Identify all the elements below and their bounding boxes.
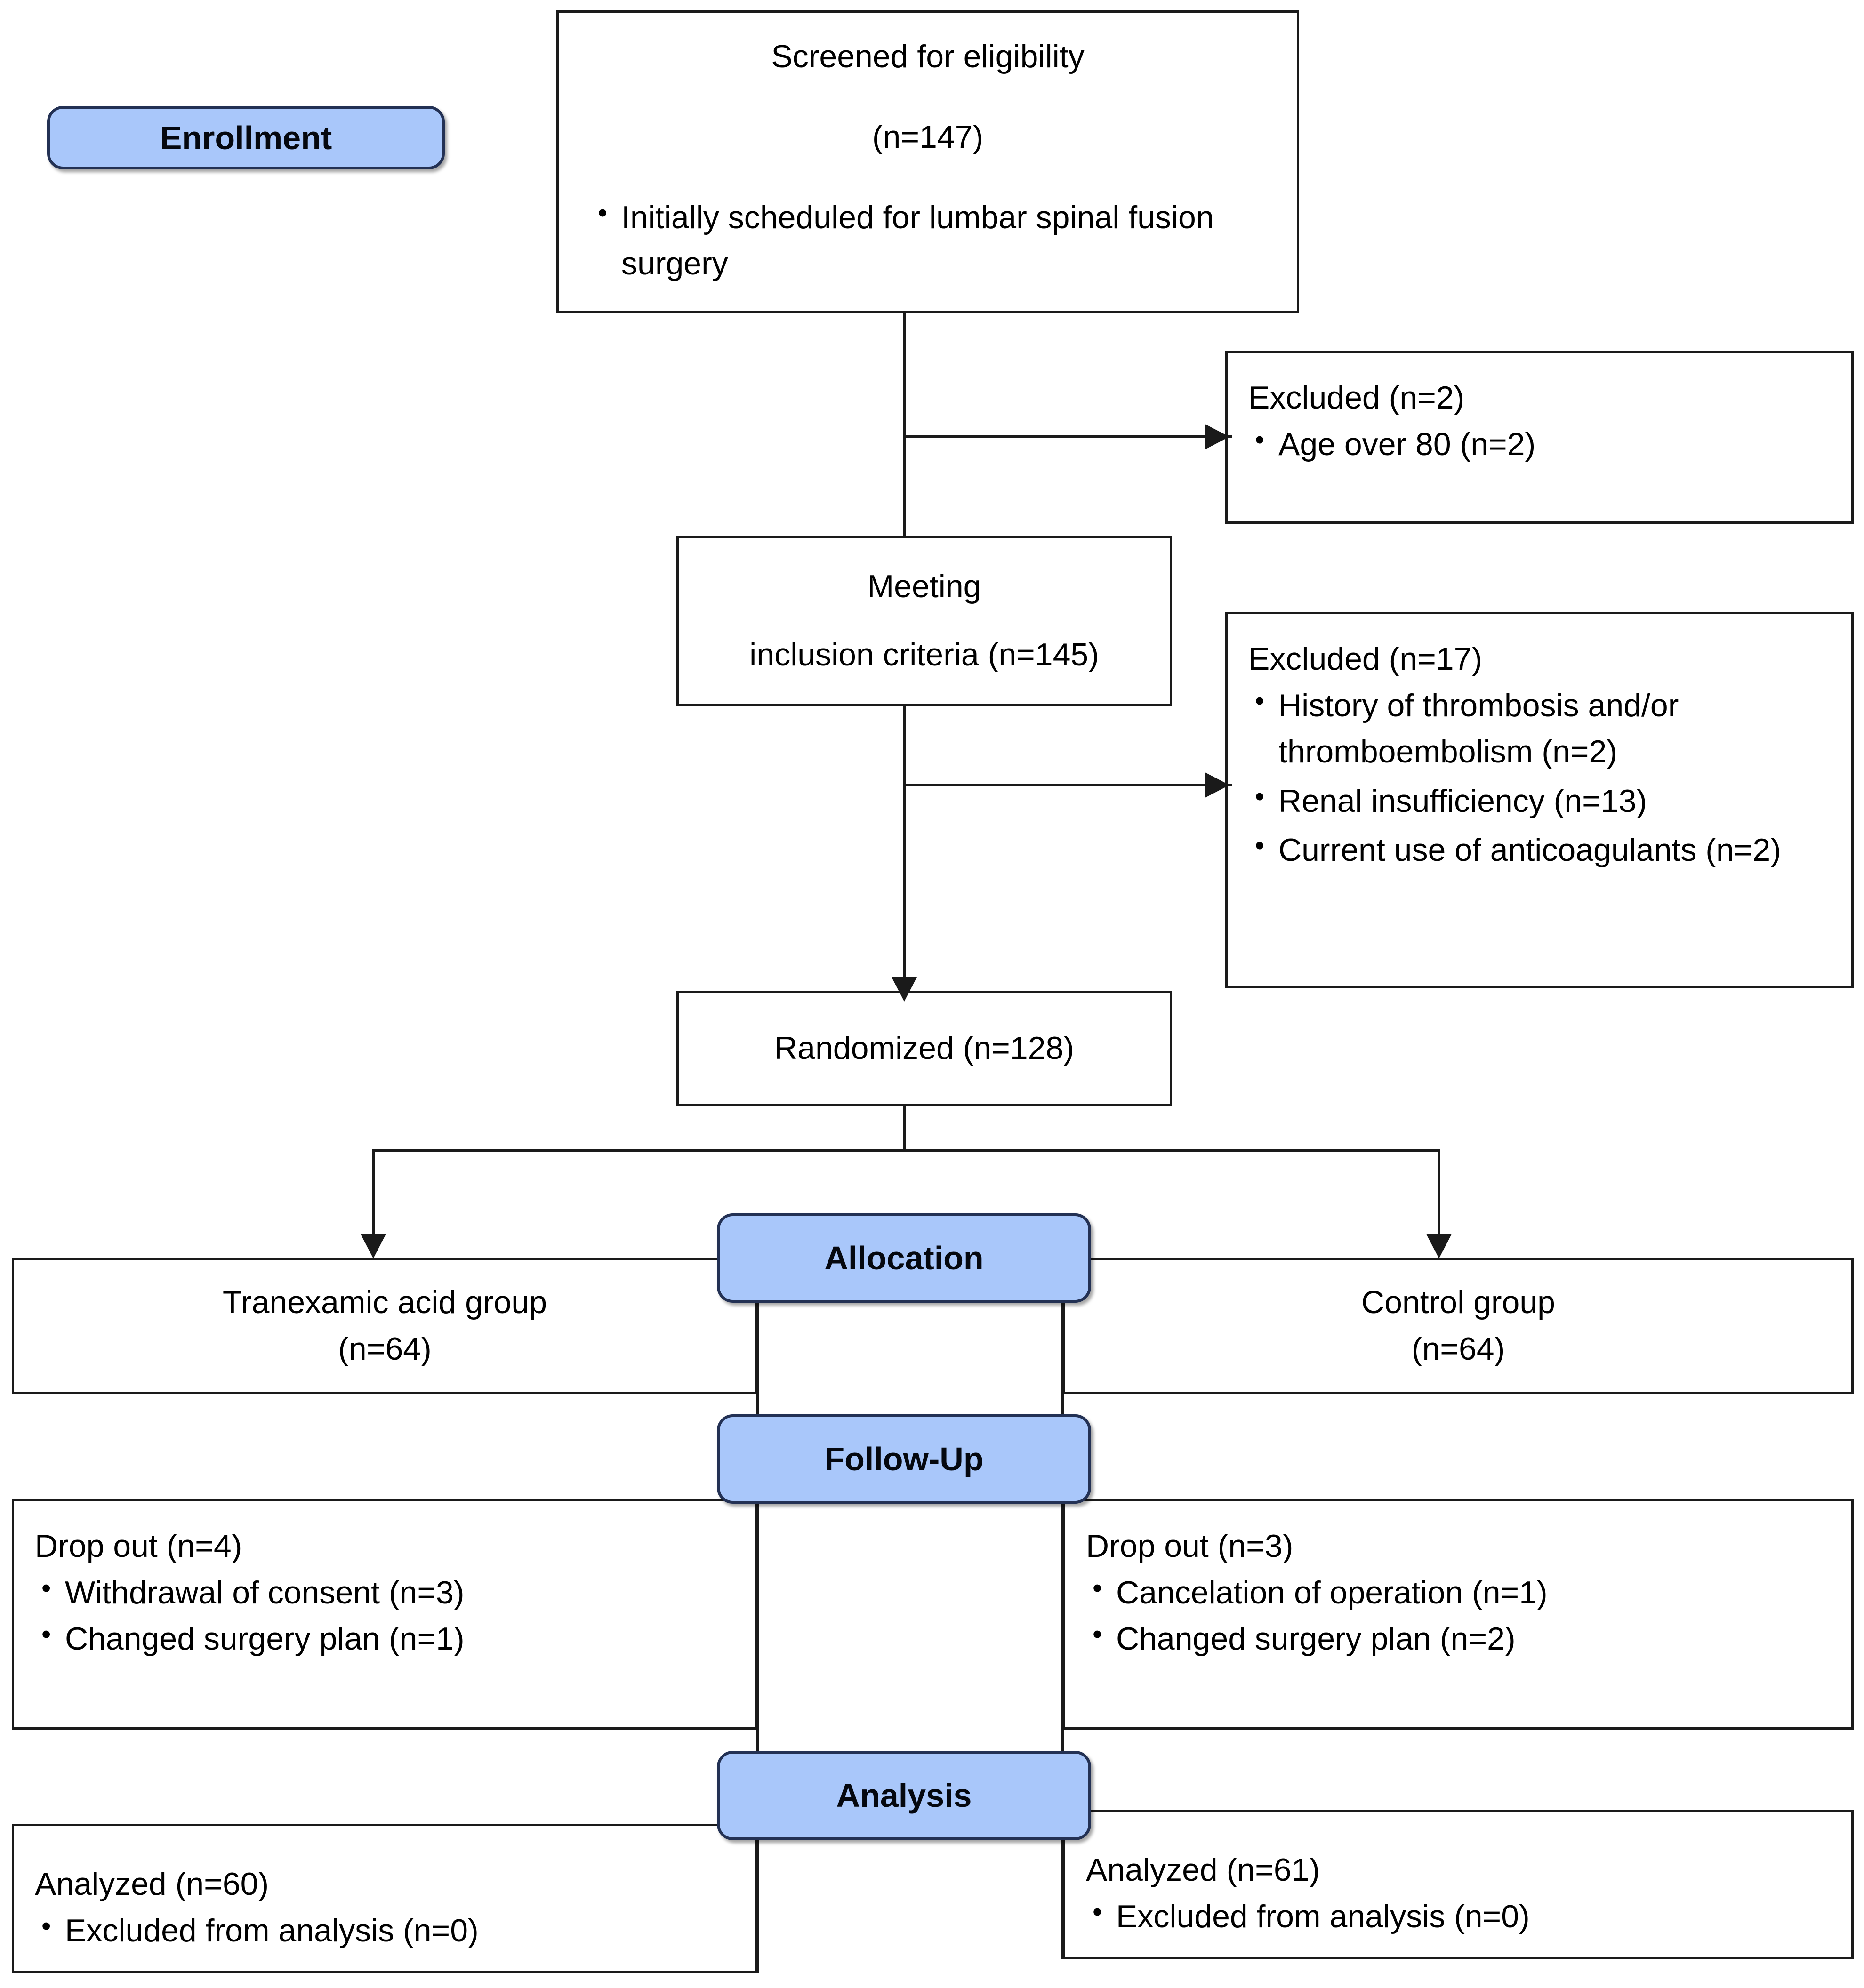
list-item: Current use of anticoagulants (n=2)	[1248, 826, 1832, 874]
screened-title: Screened for eligibility	[771, 39, 1085, 75]
list-item: Changed surgery plan (n=1)	[35, 1615, 737, 1662]
box-screened-for-eligibility: Screened for eligibility (n=147) Initial…	[556, 10, 1299, 313]
stage-label-allocation: Allocation	[717, 1213, 1091, 1303]
box-excluded-criteria: Excluded (n=17) History of thrombosis an…	[1225, 612, 1854, 988]
analyzed-left-title: Analyzed (n=60)	[35, 1866, 269, 1902]
excluded-1-bullet-list: Age over 80 (n=2)	[1248, 420, 1832, 468]
connector-randomized-down	[903, 1106, 906, 1152]
box-randomized: Randomized (n=128)	[676, 991, 1172, 1106]
connector-right-alloc-to-followup	[1061, 1303, 1064, 1510]
inclusion-line-1: Meeting	[867, 569, 981, 605]
connector-split-horizontal	[372, 1149, 1440, 1152]
excluded-2-bullet-list: History of thrombosis and/or thromboembo…	[1248, 681, 1832, 874]
list-item: Age over 80 (n=2)	[1248, 420, 1832, 468]
stage-label-analysis: Analysis	[717, 1751, 1091, 1840]
box-control-group: Control group (n=64)	[1063, 1258, 1854, 1394]
list-item: Changed surgery plan (n=2)	[1086, 1615, 1832, 1662]
stage-label-followup-text: Follow-Up	[824, 1441, 984, 1477]
stage-label-followup: Follow-Up	[717, 1414, 1091, 1504]
tranexamic-group-count: (n=64)	[338, 1331, 432, 1367]
connector-right-analysis-stub	[1061, 1836, 1064, 1959]
control-group-count: (n=64)	[1411, 1331, 1505, 1367]
box-dropout-tranexamic: Drop out (n=4) Withdrawal of consent (n=…	[12, 1499, 758, 1730]
connector-right-followup-to-analysis	[1061, 1504, 1064, 1753]
connector-split-right-down	[1438, 1149, 1440, 1243]
excluded-2-title: Excluded (n=17)	[1248, 641, 1483, 677]
box-analyzed-tranexamic: Analyzed (n=60) Excluded from analysis (…	[12, 1824, 758, 1973]
arrow-to-tranexamic-group	[361, 1234, 386, 1259]
dropout-right-title: Drop out (n=3)	[1086, 1528, 1294, 1564]
analyzed-right-title: Analyzed (n=61)	[1086, 1852, 1320, 1888]
dropout-right-bullet-list: Cancelation of operation (n=1) Changed s…	[1086, 1569, 1832, 1662]
box-analyzed-control: Analyzed (n=61) Excluded from analysis (…	[1063, 1810, 1854, 1959]
box-excluded-age: Excluded (n=2) Age over 80 (n=2)	[1225, 351, 1854, 524]
connector-left-analysis-stub	[756, 1836, 759, 1973]
list-item: Cancelation of operation (n=1)	[1086, 1569, 1832, 1616]
analyzed-right-bullet-list: Excluded from analysis (n=0)	[1086, 1892, 1832, 1940]
list-item: Withdrawal of consent (n=3)	[35, 1569, 737, 1616]
arrow-to-excluded-1	[1205, 424, 1229, 449]
list-item: Renal insufficiency (n=13)	[1248, 777, 1832, 825]
box-meeting-inclusion-criteria: Meeting inclusion criteria (n=145)	[676, 536, 1172, 706]
stage-label-enrollment-text: Enrollment	[160, 119, 332, 156]
stage-label-allocation-text: Allocation	[824, 1240, 984, 1276]
analyzed-left-bullet-list: Excluded from analysis (n=0)	[35, 1907, 737, 1954]
dropout-left-bullet-list: Withdrawal of consent (n=3) Changed surg…	[35, 1569, 737, 1662]
screened-count: (n=147)	[872, 119, 984, 155]
inclusion-line-2: inclusion criteria (n=145)	[749, 637, 1099, 673]
connector-screened-down	[903, 313, 906, 536]
connector-to-excluded-1	[903, 435, 1232, 438]
connector-split-left-down	[372, 1149, 375, 1243]
arrow-to-randomized	[892, 977, 917, 1002]
box-tranexamic-acid-group: Tranexamic acid group (n=64)	[12, 1258, 758, 1394]
stage-label-enrollment: Enrollment	[47, 106, 445, 169]
box-dropout-control: Drop out (n=3) Cancelation of operation …	[1063, 1499, 1854, 1730]
dropout-left-title: Drop out (n=4)	[35, 1528, 242, 1564]
connector-inclusion-down	[903, 706, 906, 986]
list-item: History of thrombosis and/or thromboembo…	[1248, 681, 1832, 775]
list-item: Excluded from analysis (n=0)	[1086, 1892, 1832, 1940]
list-item: Initially scheduled for lumbar spinal fu…	[591, 193, 1264, 287]
list-item: Excluded from analysis (n=0)	[35, 1907, 737, 1954]
screened-bullet-list: Initially scheduled for lumbar spinal fu…	[591, 193, 1264, 290]
tranexamic-group-name: Tranexamic acid group	[222, 1284, 547, 1321]
connector-to-excluded-2	[903, 784, 1232, 786]
control-group-name: Control group	[1361, 1284, 1556, 1321]
arrow-to-excluded-2	[1205, 772, 1229, 798]
connector-left-alloc-to-followup	[756, 1303, 759, 1510]
randomized-label: Randomized (n=128)	[774, 1030, 1074, 1066]
connector-left-followup-to-analysis	[756, 1504, 759, 1753]
arrow-to-control-group	[1426, 1234, 1452, 1259]
excluded-1-title: Excluded (n=2)	[1248, 380, 1465, 416]
stage-label-analysis-text: Analysis	[836, 1777, 972, 1814]
